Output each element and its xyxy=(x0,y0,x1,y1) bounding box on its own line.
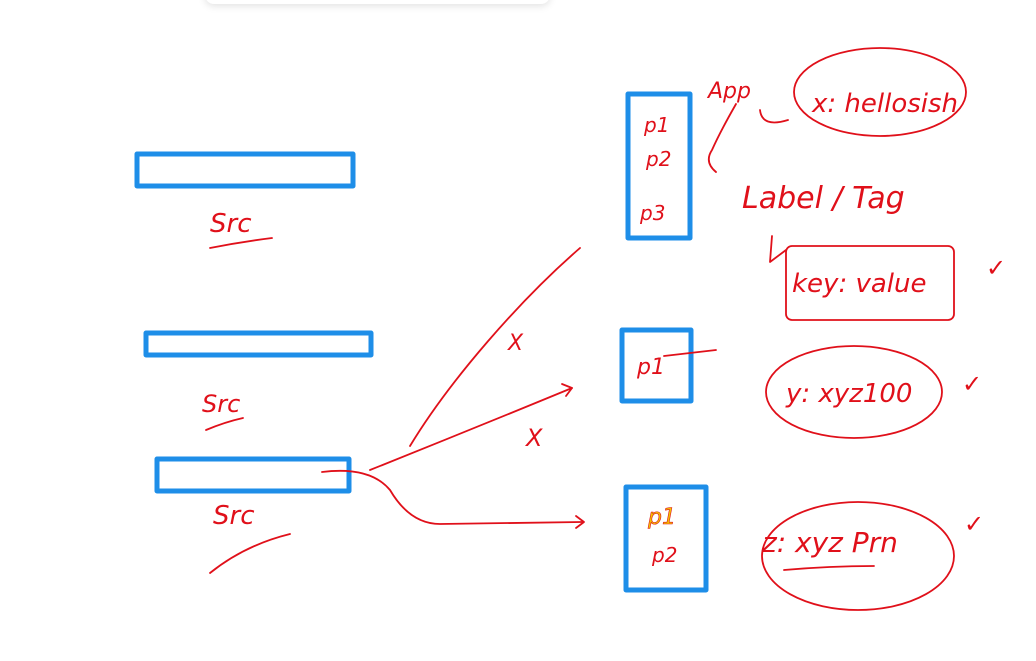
target-box-3 xyxy=(623,484,709,593)
target-2-line-1: p1 xyxy=(636,355,665,380)
target-box-2 xyxy=(619,327,694,404)
connector-3 xyxy=(321,469,583,525)
pair-underline-4 xyxy=(783,565,875,571)
source-label-3: Src xyxy=(213,501,255,531)
stray-stroke xyxy=(209,533,291,574)
source-label-1: Src xyxy=(210,209,252,239)
pair-oval-1 xyxy=(793,47,967,137)
pair-text-1: x: hellosish xyxy=(811,89,958,119)
pair-oval-3 xyxy=(765,345,943,439)
target-box-1 xyxy=(625,91,693,241)
pair-check-3: ✓ xyxy=(962,370,982,398)
source-label-2: Src xyxy=(202,390,240,418)
pair-text-4: z: xyz Prn xyxy=(761,526,898,559)
connector-1 xyxy=(409,247,581,447)
source-underline-2 xyxy=(205,417,244,431)
label-tag-arrow xyxy=(769,235,787,263)
pair-check-2: ✓ xyxy=(986,254,1006,282)
app-arrow xyxy=(759,109,789,124)
target-3-line-1: p1 xyxy=(647,505,676,530)
connector-1-label: X xyxy=(507,331,524,356)
connector-2-arrowhead xyxy=(561,383,573,397)
connector-2 xyxy=(369,387,573,471)
connector-2-label: X xyxy=(524,424,543,452)
pair-oval-4 xyxy=(761,501,955,611)
source-box-2 xyxy=(143,330,374,358)
pair-text-3: y: xyz100 xyxy=(785,379,912,409)
target-1-line-3: p3 xyxy=(639,201,665,225)
toolbar-shadow xyxy=(205,0,550,4)
pair-check-4: ✓ xyxy=(964,510,984,538)
target-1-line-2: p2 xyxy=(645,147,671,171)
target-3-line-2: p2 xyxy=(651,543,677,567)
source-box-3 xyxy=(154,456,352,494)
source-underline-1 xyxy=(209,237,273,249)
app-label: App xyxy=(706,79,751,104)
source-box-1 xyxy=(134,151,356,189)
target-2-tick xyxy=(663,349,717,357)
target-1-line-1: p1 xyxy=(643,113,669,137)
connector-3-arrowhead xyxy=(575,515,585,529)
label-tag-title: Label / Tag xyxy=(742,181,905,216)
pair-text-2: key: value xyxy=(792,269,926,299)
app-brace xyxy=(707,103,737,173)
pair-box-2 xyxy=(785,245,955,321)
